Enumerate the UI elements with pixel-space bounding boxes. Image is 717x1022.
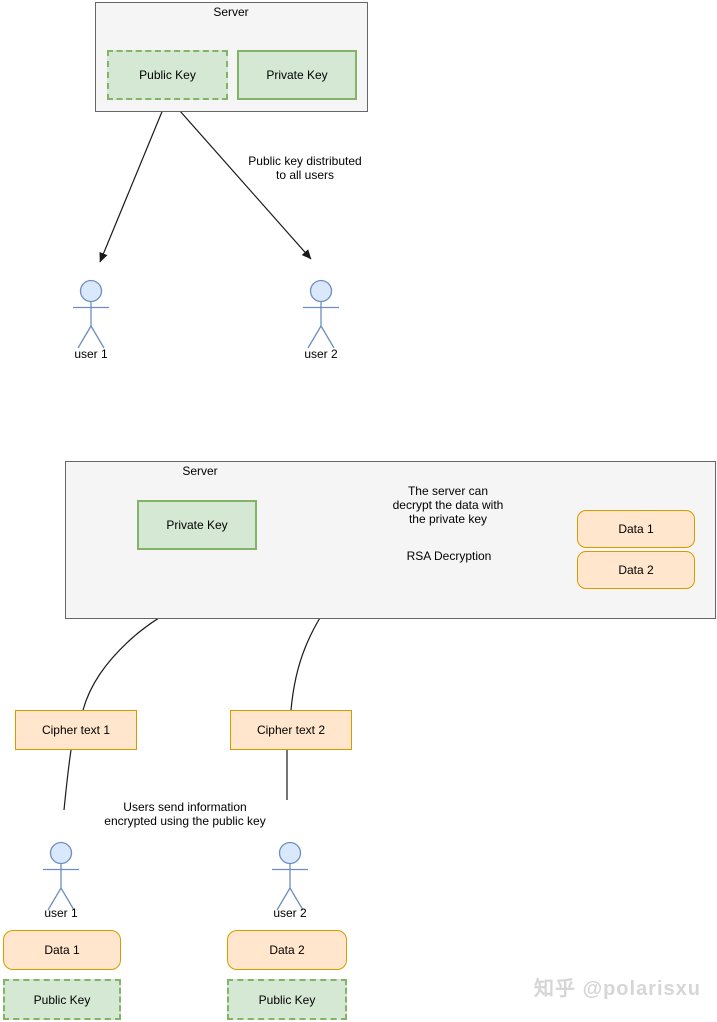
user1-label-top: user 1 <box>74 347 108 361</box>
rsa-decryption-label: RSA Decryption <box>406 549 492 563</box>
public-key-node-user1: Public Key <box>3 979 121 1020</box>
user1-actor-icon <box>73 279 109 349</box>
user1-bottom-actor-icon <box>43 841 79 911</box>
user2-bottom-actor-icon <box>272 841 308 911</box>
data2-node-user2: Data 2 <box>227 930 347 970</box>
public-key-node-user2: Public Key <box>227 979 347 1020</box>
server-title-top: Server <box>213 5 249 19</box>
user2-label-top: user 2 <box>304 347 338 361</box>
user2-actor-icon <box>303 279 339 349</box>
user1-label-bottom: user 1 <box>44 906 78 920</box>
data1-node-middle: Data 1 <box>577 510 695 548</box>
arrow-publickey-to-user1 <box>99 101 167 263</box>
public-key-node-top: Public Key <box>107 50 228 100</box>
note-line: decrypt the data with <box>392 498 504 512</box>
arrow-publickey-to-user2 <box>171 101 312 260</box>
note-line: Public key distributed <box>248 154 362 168</box>
private-key-node-middle: Private Key <box>137 500 257 550</box>
cipher-text1-node: Cipher text 1 <box>15 710 137 750</box>
note-public-key-distribution: Public key distributed to all users <box>225 154 385 182</box>
note-line: Users send information <box>123 800 247 814</box>
note-line: The server can <box>407 484 489 498</box>
cipher-text2-node: Cipher text 2 <box>230 710 352 750</box>
note-line: encrypted using the public key <box>104 814 266 828</box>
server-title-middle: Server <box>182 464 218 478</box>
note-line: to all users <box>275 168 335 182</box>
zhihu-watermark: 知乎 @polarisxu <box>534 978 701 1000</box>
note-server-decrypt: The server can decrypt the data with the… <box>368 484 528 526</box>
user2-label-bottom: user 2 <box>273 906 307 920</box>
private-key-node-top: Private Key <box>237 50 357 100</box>
note-users-send: Users send information encrypted using t… <box>85 800 285 828</box>
data1-node-user1: Data 1 <box>3 930 121 970</box>
data2-node-middle: Data 2 <box>577 551 695 589</box>
note-line: the private key <box>408 512 488 526</box>
